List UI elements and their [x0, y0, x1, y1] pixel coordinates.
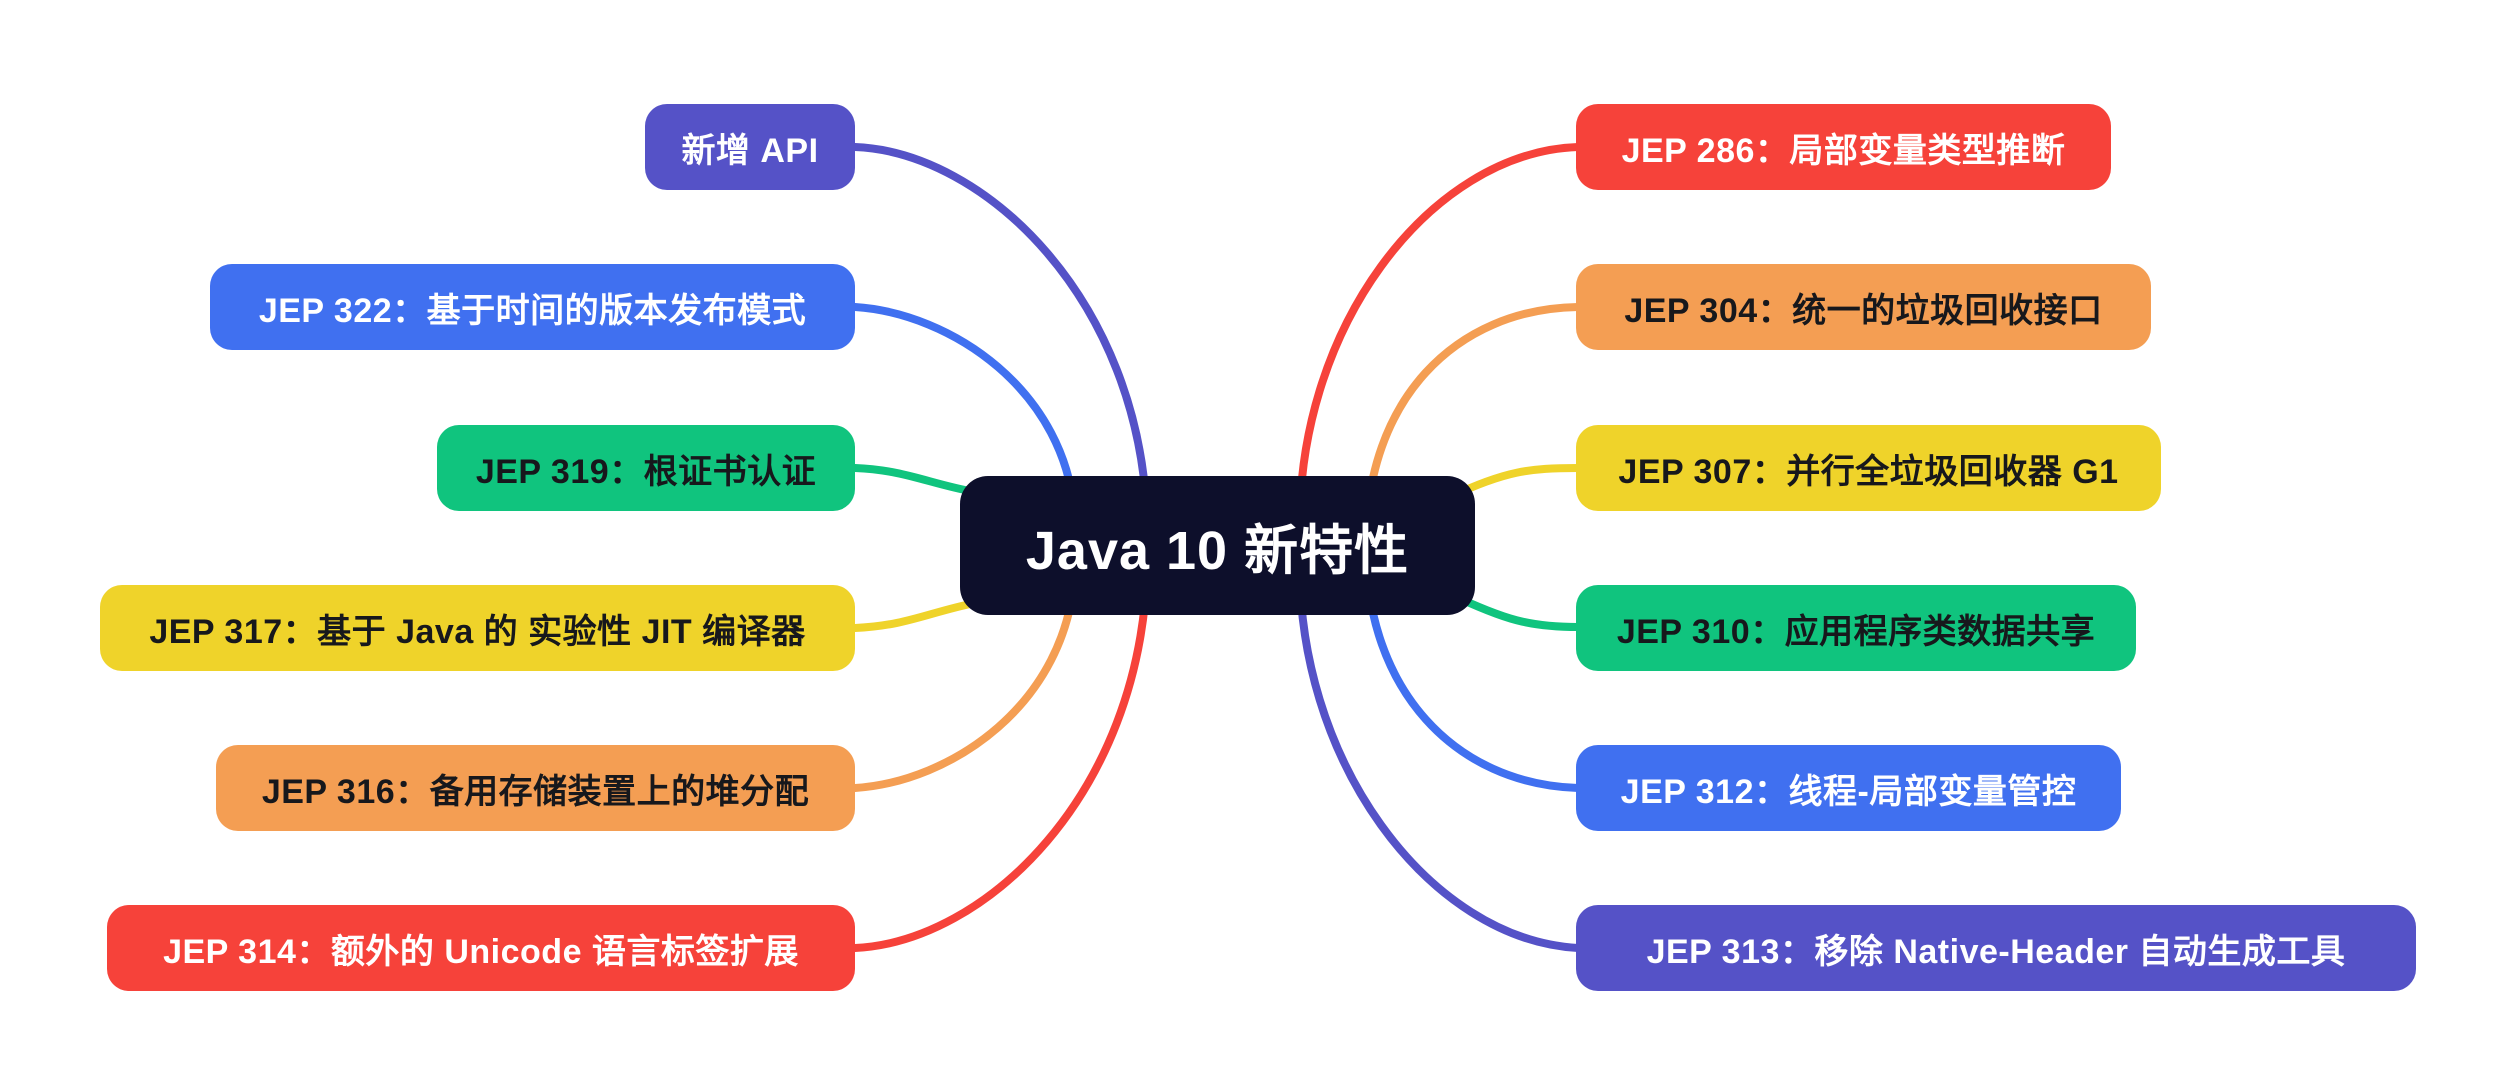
edge-jep-314 — [851, 566, 1151, 952]
root-node[interactable]: Java 10 新特性 — [960, 476, 1475, 615]
node-jep-304[interactable]: JEP 304：统一的垃圾回收接口 — [1576, 264, 2151, 350]
edge-jep-317 — [851, 599, 979, 632]
node-jep-314[interactable]: JEP 314：额外的 Unicode 语言标签扩展 — [107, 905, 855, 991]
edge-new-api — [851, 143, 1151, 524]
node-jep-322[interactable]: JEP 322：基于时间的版本发布模式 — [210, 264, 855, 350]
node-jep-310[interactable]: JEP 310：应用程序类数据共享 — [1576, 585, 2136, 671]
node-jep-313[interactable]: JEP 313：移除 Native-Header 自动生成工具 — [1576, 905, 2416, 991]
edge-jep-319 — [851, 464, 979, 496]
edge-jep-313 — [1295, 546, 1582, 952]
node-jep-319[interactable]: JEP 319：根证书认证 — [437, 425, 855, 511]
edge-jep-322 — [851, 303, 1079, 524]
edge-jep-316 — [851, 566, 1079, 792]
node-jep-316[interactable]: JEP 316：备用存储装置上的堆分配 — [216, 745, 855, 831]
node-new-api[interactable]: 新增 API — [645, 104, 855, 190]
node-jep-307[interactable]: JEP 307：并行全垃圾回收器 G1 — [1576, 425, 2161, 511]
node-jep-312[interactable]: JEP 312：线程-局部变量管控 — [1576, 745, 2121, 831]
edge-jep-286 — [1295, 143, 1582, 544]
node-jep-286[interactable]: JEP 286：局部变量类型推断 — [1576, 104, 2111, 190]
node-jep-317[interactable]: JEP 317：基于 Java 的 实验性 JIT 编译器 — [100, 585, 855, 671]
